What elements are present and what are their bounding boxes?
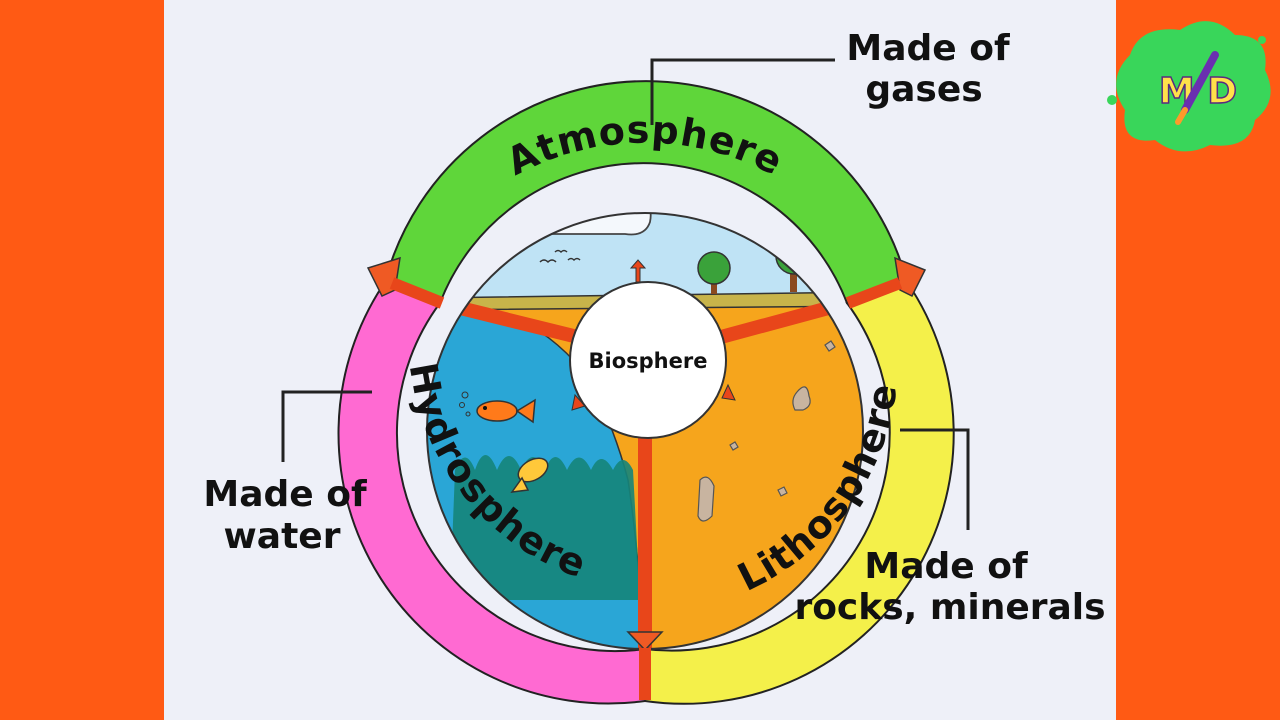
- hydrosphere-callout-line2: water: [224, 516, 341, 557]
- orange-fish-icon: [476, 398, 536, 424]
- channel-logo: M D: [1107, 21, 1271, 152]
- hydrosphere-callout-line: [281, 390, 372, 462]
- seaweed: [450, 455, 640, 600]
- yellow-fish-icon: [510, 457, 549, 493]
- lithosphere-callout-line2: rocks, minerals: [794, 587, 1105, 628]
- arrow-up-icon: [629, 259, 647, 283]
- arrow-down-right-icon: [721, 383, 736, 401]
- birds-icon: [539, 249, 581, 264]
- ring-arrow-right-icon: [894, 256, 927, 298]
- svg-text:M D: M D: [1159, 71, 1237, 112]
- rock-fragments: [697, 340, 836, 522]
- arrow-down-left-icon: [571, 393, 586, 411]
- hydrosphere-callout-line1: Made of: [203, 474, 367, 515]
- lithosphere-callout-line: [900, 428, 970, 530]
- atmosphere-callout-line: [650, 58, 835, 125]
- atmosphere-ring: [383, 80, 909, 305]
- lithosphere-callout-line1: Made of: [864, 546, 1028, 587]
- atmosphere-callout-line2: gases: [865, 69, 982, 110]
- atmosphere-callout-line1: Made of: [846, 28, 1010, 69]
- ring-arrow-bottom-icon: [626, 631, 664, 652]
- biosphere-label: Biosphere: [589, 349, 708, 373]
- biosphere-circle: [569, 281, 727, 439]
- lithosphere-ring: [644, 280, 955, 705]
